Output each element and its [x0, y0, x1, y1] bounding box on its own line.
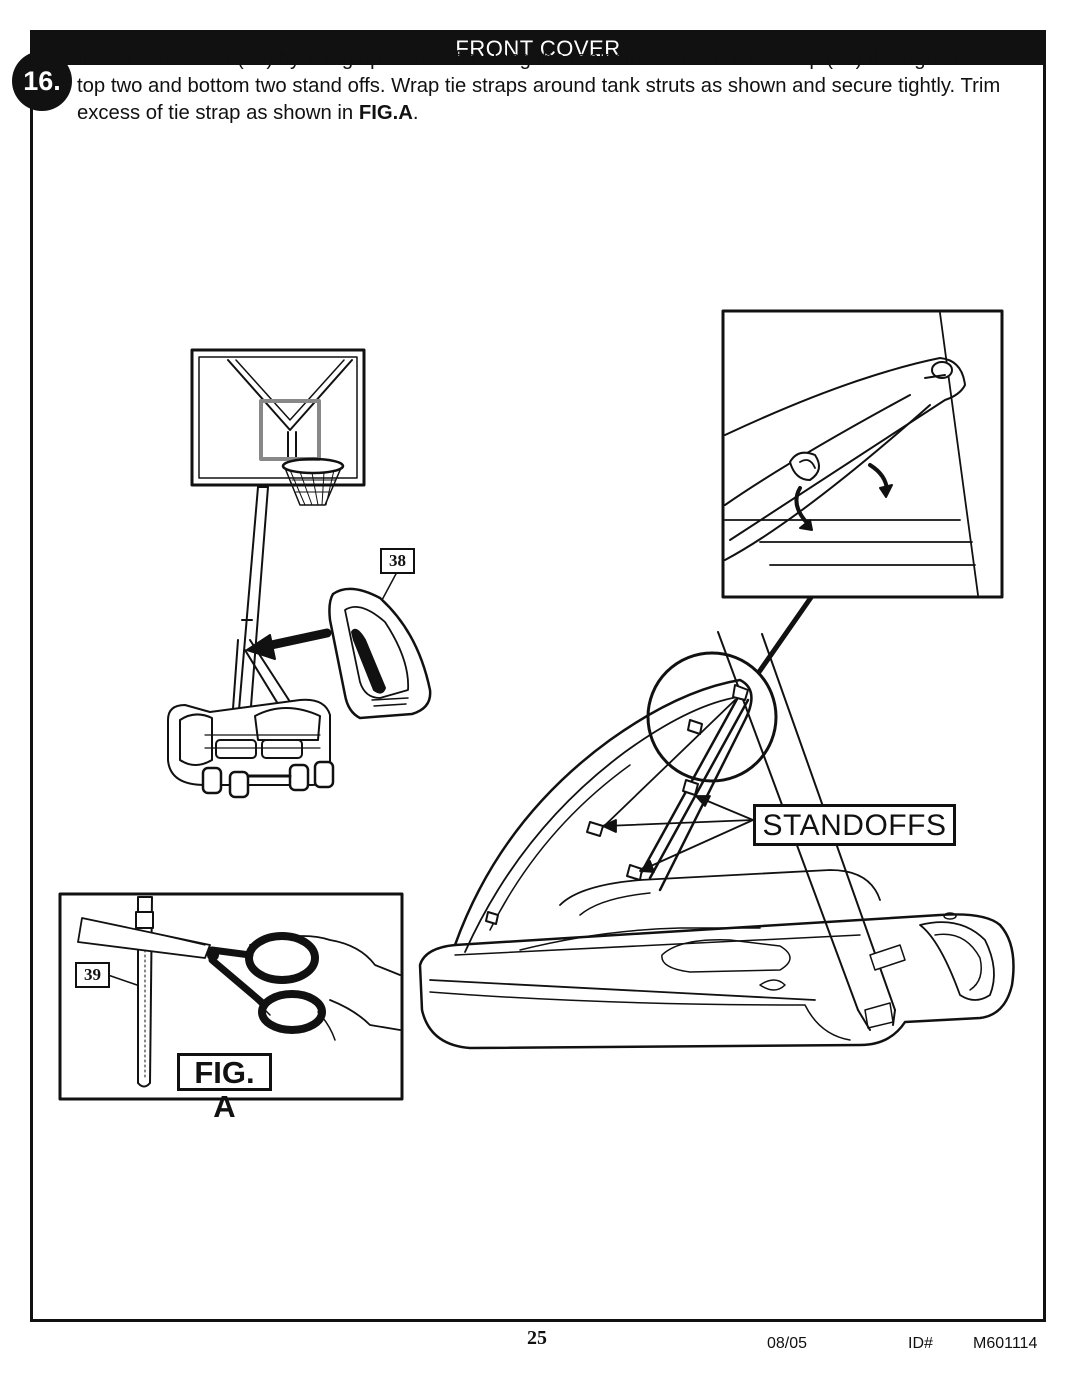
step-instructions: Install front cover (38) by lining up st…	[77, 46, 1002, 127]
fig-a-label: FIG. A	[177, 1053, 272, 1124]
standoff-closeup-inset	[721, 309, 1004, 599]
footer-id-label: ID#	[908, 1335, 933, 1352]
step-number-badge: 16.	[12, 51, 72, 111]
standoffs-label: STANDOFFS	[753, 804, 956, 846]
footer-id-value: M601114	[973, 1335, 1038, 1352]
page-number: 25	[527, 1327, 547, 1349]
part-39-callout: 39	[75, 962, 110, 988]
page-frame: FRONT COVER	[30, 30, 1046, 1322]
section-header: FRONT COVER	[33, 33, 1043, 65]
basketball-system-drawing	[167, 348, 432, 799]
instruction-end: .	[412, 102, 419, 124]
footer-date: 08/05	[767, 1335, 808, 1352]
figure-reference: FIG.A	[358, 102, 413, 124]
part-38-callout: 38	[380, 548, 415, 574]
instruction-text: Install front cover (38) by lining up st…	[77, 48, 1001, 124]
